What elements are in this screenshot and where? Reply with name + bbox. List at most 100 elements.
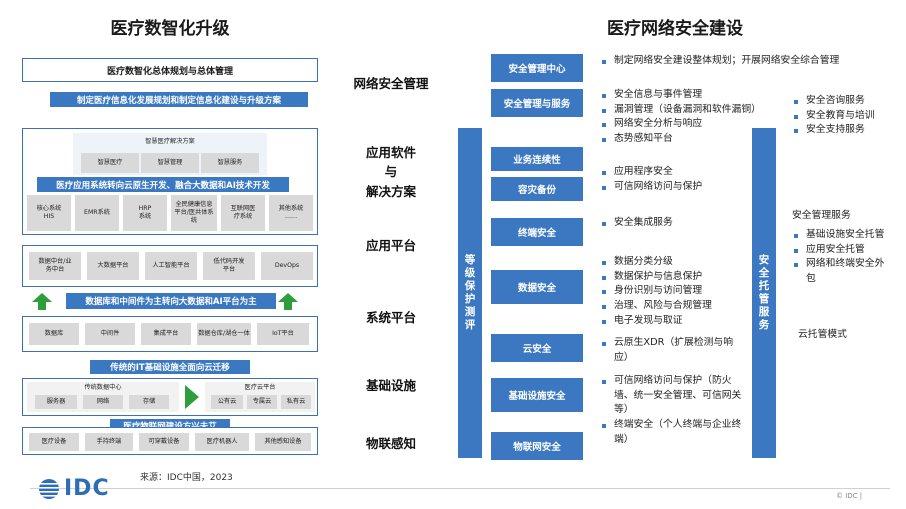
application-frame: 智慧医疗解决方案 智慧医疗智慧管理智慧服务 医疗应用系统转向云原生开发、融合大数… <box>22 128 318 235</box>
idc-globe-icon <box>39 478 59 499</box>
platform-item: 大数据平台 <box>87 252 139 280</box>
solution-item: 智慧管理 <box>141 153 199 173</box>
platform-item: 人工智能平台 <box>145 252 197 280</box>
copyright: © IDC | <box>836 492 863 500</box>
platform-item: 数据中台/业 务中台 <box>29 252 81 280</box>
app-system-item: EMR系统 <box>75 195 119 231</box>
app-security-list: 应用程序安全可信网络访问与保护 <box>600 165 750 194</box>
infra-bar: 传统的IT基础设施全面向云迁移 <box>90 360 250 374</box>
security-box: 安全管理与服务 <box>491 89 583 117</box>
level-protection-bar: 等 级 保 护 测 评 <box>458 128 482 458</box>
iot-item: 手持终端 <box>85 433 133 451</box>
left-title: 医疗数智化升级 <box>110 19 230 39</box>
infra-security-list: 可信网络访问与保护（防火墙、统一安全管理、可信网关等）终端安全（个人终端与企业终… <box>600 374 745 447</box>
cloud-label: 医疗云平台 <box>244 384 276 391</box>
system-item: IoT平台 <box>257 323 309 345</box>
layer-label: 网络安全管理 <box>353 76 429 91</box>
layer-label: 应用平台 <box>365 238 416 253</box>
green-up-arrow-left-icon <box>32 293 52 302</box>
cloud-managed-label: 云托管模式 <box>798 329 847 340</box>
layer-label: 物联感知 <box>365 436 416 451</box>
idc-logo-text: IDC <box>64 476 110 501</box>
app-system-item: 全民健康信息 平台/医共体系 统 <box>171 195 217 231</box>
system-item: 数据仓库/湖仓一体 <box>197 323 251 345</box>
iot-item: 其他感知设备 <box>255 433 311 451</box>
bullet-item: 漏洞管理（设备漏洞和软件漏铜） <box>600 103 780 118</box>
trad-dc-label: 传统数据中心 <box>84 384 122 391</box>
bullet-item: 态势感知平台 <box>600 132 780 147</box>
security-box: 业务连续性 <box>491 147 583 171</box>
bullet-item: 制定网络安全建设整体规划；开展网络安全综合管理 <box>600 54 870 69</box>
system-item: 数据库 <box>29 323 79 345</box>
app-system-item: 核心系统 HIS <box>27 195 71 231</box>
solution-item: 智慧医疗 <box>81 153 139 173</box>
trad-dc-item: 网络 <box>83 395 123 409</box>
plan-bar: 制定医疗信息化发展规划和制定信息化建设与升级方案 <box>50 92 308 107</box>
security-box: 终端安全 <box>491 218 583 246</box>
platform-bar: 数据库和中间件为主转向大数据和AI平台为主 <box>66 293 276 309</box>
bullet-item: 安全教育与培训 <box>792 109 900 124</box>
cloud-item: 公有云 <box>211 395 243 409</box>
green-arrow-left-stem <box>38 302 46 310</box>
trad-dc-item: 存储 <box>129 395 169 409</box>
platform-item: 低代码开发 平台 <box>203 252 255 280</box>
layer-label: 应用软件 与 解决方案 <box>365 145 416 199</box>
cloud-item: 私有云 <box>281 395 311 409</box>
app-system-item: HRP 系统 <box>123 195 167 231</box>
bullet-item: 治理、风险与合规管理 <box>600 299 750 314</box>
security-box: 云安全 <box>491 334 583 362</box>
right-title: 医疗网络安全建设 <box>607 19 743 39</box>
bullet-item: 云原生XDR（扩展检测与响应） <box>600 336 745 365</box>
iot-item: 可穿戴设备 <box>139 433 189 451</box>
layer-label: 系统平台 <box>365 310 416 325</box>
endpoint-security-list: 安全集成服务 <box>600 216 750 231</box>
mgmt-center-list: 制定网络安全建设整体规划；开展网络安全综合管理 <box>600 54 870 69</box>
migrate-arrow-icon <box>185 385 199 409</box>
bullet-item: 电子发现与取证 <box>600 314 750 329</box>
system-item: 集成平台 <box>141 323 191 345</box>
app-bar: 医疗应用系统转向云原生开发、融合大数据和AI技术开发 <box>37 177 289 192</box>
solution-item: 智慧服务 <box>201 153 259 173</box>
bullet-item: 安全集成服务 <box>600 216 750 231</box>
iot-item: 医疗机器人 <box>195 433 249 451</box>
bullet-item: 终端安全（个人终端与企业终端） <box>600 418 745 447</box>
bullet-item: 网络安全分析与响应 <box>600 117 780 132</box>
bullet-item: 应用安全托管 <box>792 243 892 258</box>
managed-security-bar: 安 全 托 管 服 务 <box>752 128 776 458</box>
cloud-security-list: 云原生XDR（扩展检测与响应） <box>600 336 745 365</box>
cloud-item: 专属云 <box>247 395 277 409</box>
trad-dc-item: 服务器 <box>35 395 77 409</box>
bullet-item: 基础设施安全托管 <box>792 228 892 243</box>
app-system-item: 其他系统 …… <box>269 195 313 231</box>
bullet-item: 网络和终端安全外包 <box>792 257 892 286</box>
system-item: 中间件 <box>85 323 135 345</box>
bullet-item: 身份识别与访问管理 <box>600 284 750 299</box>
managed-services-label: 安全管理服务 <box>792 210 851 221</box>
source-note: 来源：IDC中国，2023 <box>140 473 233 483</box>
green-arrow-right-stem <box>284 302 292 310</box>
green-up-arrow-right-icon <box>278 293 298 302</box>
security-box: 安全管理中心 <box>491 54 583 82</box>
platform-item: DevOps <box>261 252 313 280</box>
system-frame: 数据库中间件集成平台数据仓库/湖仓一体 IoT平台 <box>22 316 318 352</box>
managed-services-list: 基础设施安全托管应用安全托管网络和终端安全外包 <box>792 228 892 287</box>
bullet-item: 安全信息与事件管理 <box>600 88 780 103</box>
security-box: 基础设施安全 <box>491 378 583 412</box>
overall-plan-label: 医疗数智化总体规划与总体管理 <box>106 66 233 77</box>
security-services-list: 安全咨询服务安全教育与培训安全支持服务 <box>792 94 900 138</box>
security-box: 物联网安全 <box>491 432 583 460</box>
idc-logo: IDC <box>38 476 110 501</box>
overall-plan-box: 医疗数智化总体规划与总体管理 <box>22 58 318 82</box>
iot-item: 医疗设备 <box>29 433 79 451</box>
solution-header: 智慧医疗解决方案 <box>145 138 195 145</box>
bullet-item: 数据分类分级 <box>600 255 750 270</box>
security-box: 容灾备份 <box>491 177 583 201</box>
bullet-item: 数据保护与信息保护 <box>600 270 750 285</box>
mgmt-service-list: 安全信息与事件管理漏洞管理（设备漏洞和软件漏铜）网络安全分析与响应态势感知平台 <box>600 88 780 147</box>
data-security-list: 数据分类分级数据保护与信息保护身份识别与访问管理治理、风险与合规管理电子发现与取… <box>600 255 750 328</box>
layer-label: 基础设施 <box>365 378 416 393</box>
app-system-item: 互联网医 疗系统 <box>221 195 265 231</box>
bullet-item: 安全咨询服务 <box>792 94 900 109</box>
iot-frame: 医疗设备手持终端可穿戴设备医疗机器人其他感知设备 <box>22 427 318 455</box>
